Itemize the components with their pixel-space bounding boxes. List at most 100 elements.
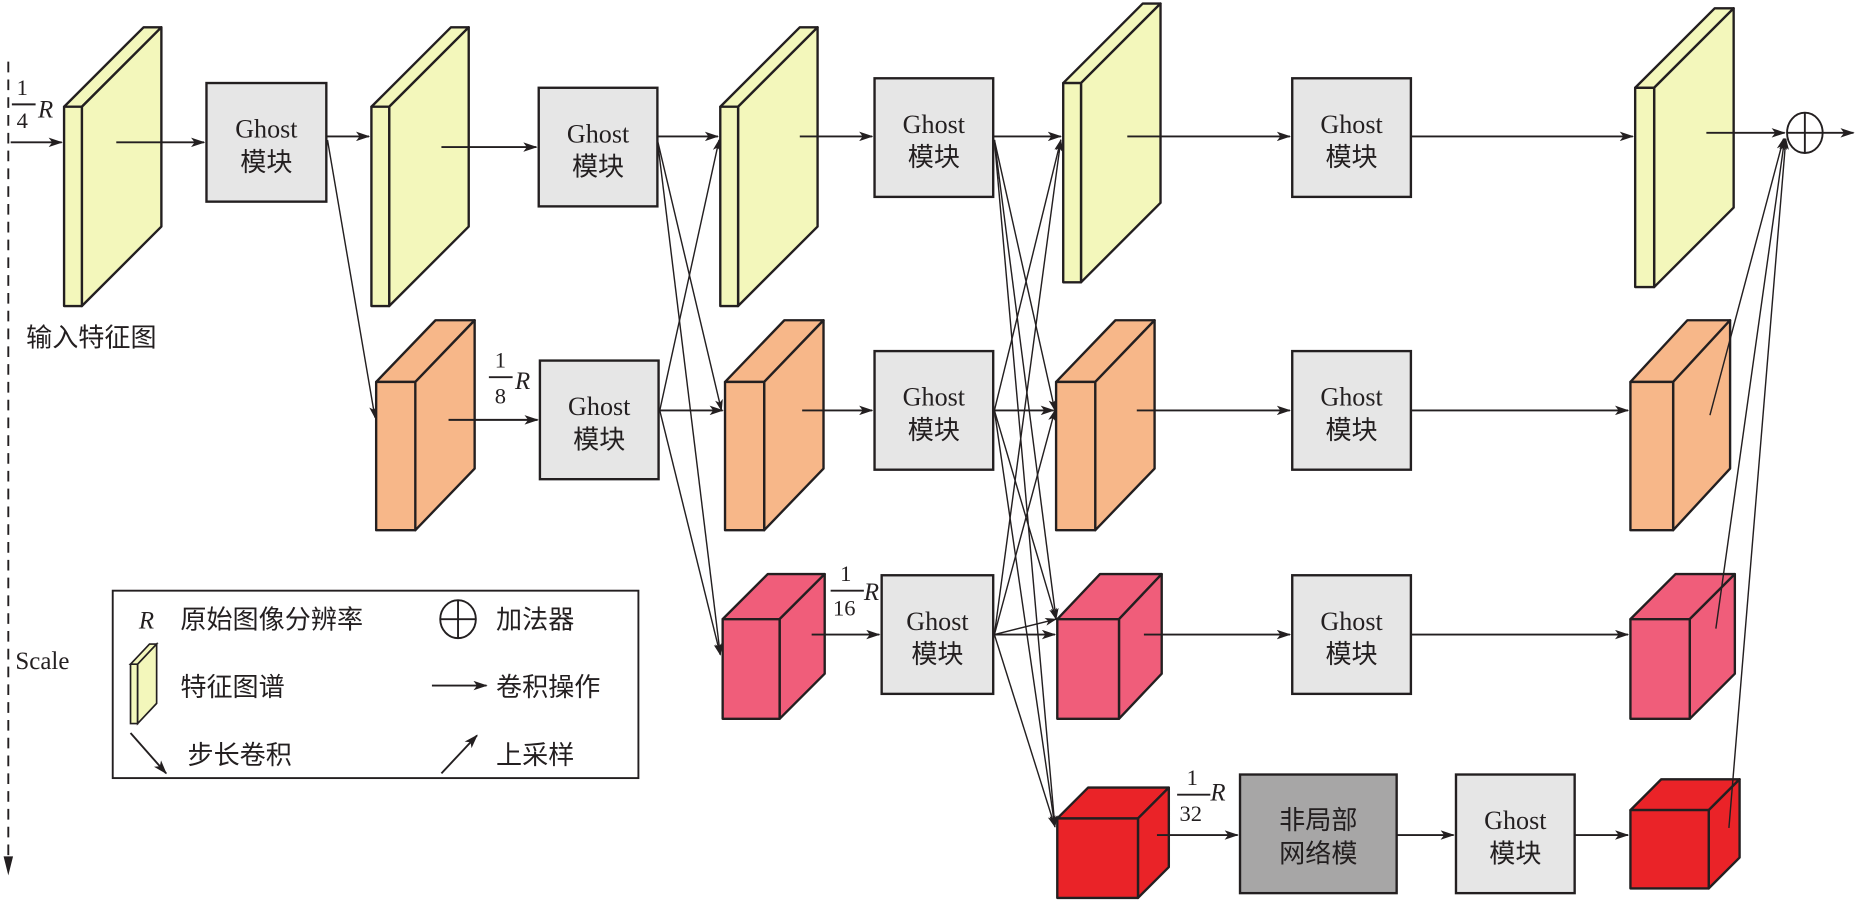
- upsample-arrow: [1728, 137, 1789, 828]
- fraction-denominator: 8: [495, 383, 506, 408]
- module-label-line2: 模块: [908, 416, 960, 446]
- module-label-line1: Ghost: [903, 110, 966, 139]
- feature-map-stage3-r32: [1056, 786, 1171, 900]
- module-label-line1: Ghost: [1320, 383, 1383, 412]
- feature-map-front: [370, 105, 391, 308]
- legend-feature-map-label: 特征图谱: [180, 673, 284, 703]
- feature-map-front: [1629, 808, 1710, 890]
- feature-map-stage2-r8: [723, 319, 825, 532]
- legend-adder-icon: [439, 599, 477, 640]
- scale-axis: Scale: [3, 61, 69, 876]
- module-box: [873, 349, 995, 471]
- stride-conv-arrow: [656, 139, 723, 656]
- feature-map-side: [388, 26, 470, 308]
- adder: [1786, 111, 1855, 154]
- feature-map-front: [1633, 86, 1656, 289]
- ghost-module-s3-r4: Ghost 模块: [873, 77, 995, 199]
- feature-map-front: [374, 380, 417, 532]
- module-box: [873, 77, 995, 199]
- feature-map-front: [719, 105, 740, 308]
- stride-conv-arrow: [993, 139, 1058, 828]
- feature-map-output-r32: [1629, 778, 1741, 890]
- module-box: [537, 86, 659, 208]
- module-box: [1291, 574, 1413, 696]
- module-label-line1: Ghost: [1320, 607, 1383, 636]
- fraction-numerator: 1: [495, 348, 506, 373]
- module-box: [1454, 773, 1576, 895]
- fraction-denominator: 4: [17, 108, 28, 133]
- feature-map-front: [1056, 817, 1140, 900]
- feature-map-output-r4: [1633, 7, 1735, 289]
- resolution-label-sixteenth: 1 16 R: [830, 561, 879, 621]
- legend-stride-conv-arrow-icon: [129, 732, 167, 775]
- module-label-line2: 模块: [1325, 143, 1377, 173]
- module-box: [1291, 77, 1413, 199]
- module-box: [1238, 773, 1398, 895]
- feature-map-front: [1629, 380, 1675, 532]
- upsample-arrow: [993, 139, 1063, 411]
- legend-feature-map-icon: [128, 641, 159, 726]
- feature-map-stage2-r4: [719, 26, 819, 308]
- legend-conv-label: 卷积操作: [496, 673, 600, 703]
- module-box: [205, 81, 328, 203]
- fraction-numerator: 1: [17, 75, 28, 100]
- module-box: [538, 359, 660, 481]
- ghost-module-s4-r16: Ghost 模块: [1291, 574, 1413, 696]
- module-label-line1: Ghost: [906, 607, 969, 636]
- upsample-arrow: [994, 617, 1058, 636]
- feature-map-stage1-r8: [374, 319, 476, 532]
- ghost-module-s3-r8: Ghost 模块: [873, 349, 995, 471]
- feature-map-side: [80, 26, 163, 308]
- stride-conv-arrow: [659, 410, 722, 656]
- module-box: [1291, 349, 1413, 471]
- feature-maps: [62, 2, 1741, 900]
- stride-conv-arrow: [993, 139, 1059, 621]
- legend-upsample-label: 上采样: [496, 741, 574, 771]
- upsample-arrow: [659, 138, 721, 411]
- fraction-denominator: 32: [1180, 801, 1203, 826]
- legend-box: [111, 589, 640, 780]
- legend: R 原始图像分辨率 加法器 特征图谱 卷积操作 步长卷积 上采样: [111, 589, 640, 780]
- module-label-line1: Ghost: [903, 383, 966, 412]
- feature-map-side: [1079, 2, 1162, 284]
- module-label-line2: 模块: [1489, 839, 1541, 869]
- module-box: [880, 574, 995, 696]
- legend-r-label: 原始图像分辨率: [180, 606, 363, 636]
- module-label-line2: 模块: [908, 143, 960, 173]
- module-label-line1: Ghost: [235, 115, 298, 144]
- module-label-line1: Ghost: [1484, 806, 1547, 835]
- fraction-numerator: 1: [840, 561, 851, 586]
- scale-axis-arrowhead: [3, 856, 14, 876]
- feature-map-stage3-r16: [1056, 572, 1163, 720]
- module-label-line1: Ghost: [567, 119, 630, 148]
- feature-map-output-r8: [1629, 319, 1732, 532]
- upsample-arrow: [1715, 137, 1788, 629]
- resolution-symbol: R: [863, 579, 879, 606]
- feature-map-side: [736, 26, 819, 308]
- stride-conv-arrow: [993, 410, 1058, 828]
- scale-label: Scale: [15, 648, 69, 675]
- resolution-label-eighth: 1 8 R: [488, 348, 530, 408]
- input-feature-map-label: 输入特征图: [26, 323, 156, 353]
- resolution-symbol: R: [37, 96, 53, 123]
- feature-map-front: [1056, 617, 1121, 720]
- module-label-line1: Ghost: [1320, 110, 1383, 139]
- stride-conv-arrow: [326, 139, 378, 419]
- module-label-line2: 模块: [1325, 640, 1377, 670]
- feature-map-front: [1629, 617, 1691, 720]
- feature-map-front: [1054, 380, 1097, 532]
- upsample-arrow: [993, 409, 1056, 635]
- resolution-label-quarter: 1 4 R: [11, 75, 53, 133]
- module-label-line1: 非局部: [1279, 806, 1357, 836]
- module-label-line2: 模块: [573, 425, 625, 455]
- upsample-arrow: [1709, 137, 1785, 416]
- feature-map-front: [1062, 81, 1083, 284]
- feature-map-stage1-r4: [370, 26, 470, 308]
- feature-map-stage2-r16: [721, 572, 826, 720]
- feature-map-input: [62, 26, 163, 308]
